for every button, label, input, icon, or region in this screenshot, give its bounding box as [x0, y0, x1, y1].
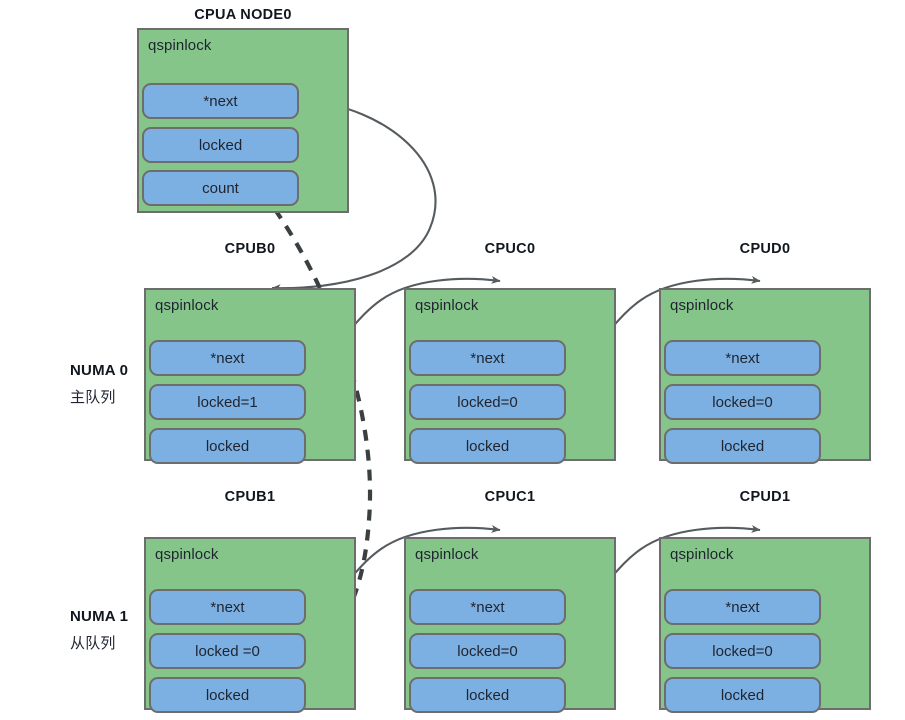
- node-cpub0-field-locked[interactable]: locked: [149, 428, 306, 464]
- node-cpud1-struct-label: qspinlock: [670, 546, 734, 563]
- node-cpuc0-field-locked-0[interactable]: locked=0: [409, 384, 566, 420]
- node-cpud0-field-locked[interactable]: locked: [664, 428, 821, 464]
- node-cpub1-field-locked[interactable]: locked: [149, 677, 306, 713]
- node-cpub1-field-locked-0[interactable]: locked =0: [149, 633, 306, 669]
- node-cpuc1-struct-label: qspinlock: [415, 546, 479, 563]
- node-cpua-struct-label: qspinlock: [148, 37, 212, 54]
- node-cpuc1-field-locked-0[interactable]: locked=0: [409, 633, 566, 669]
- node-cpub1-field-next[interactable]: *next: [149, 589, 306, 625]
- node-cpua-field-locked[interactable]: locked: [142, 127, 299, 163]
- node-cpud0-field-locked-0[interactable]: locked=0: [664, 384, 821, 420]
- numa-row-label-0: NUMA 0 主队列: [70, 362, 128, 407]
- caption-cpub0: CPUB0: [224, 241, 276, 257]
- node-cpuc0-field-next[interactable]: *next: [409, 340, 566, 376]
- numa-row-label-1: NUMA 1 从队列: [70, 608, 128, 653]
- numa-row-label-0-sub: 主队列: [70, 389, 116, 406]
- node-cpuc0-struct-label: qspinlock: [415, 297, 479, 314]
- node-cpud1-field-locked[interactable]: locked: [664, 677, 821, 713]
- node-cpud1-field-next[interactable]: *next: [664, 589, 821, 625]
- node-cpud0-field-next[interactable]: *next: [664, 340, 821, 376]
- node-cpua-field-next[interactable]: *next: [142, 83, 299, 119]
- numa-row-label-1-sub: 从队列: [70, 635, 116, 652]
- caption-cpuc0: CPUC0: [484, 241, 536, 257]
- caption-cpud1: CPUD1: [739, 489, 791, 505]
- node-cpub0-struct-label: qspinlock: [155, 297, 219, 314]
- node-cpud0-struct-label: qspinlock: [670, 297, 734, 314]
- caption-cpud0: CPUD0: [739, 241, 791, 257]
- node-cpuc1-field-next[interactable]: *next: [409, 589, 566, 625]
- node-cpub0-field-locked-1[interactable]: locked=1: [149, 384, 306, 420]
- node-cpud1-field-locked-0[interactable]: locked=0: [664, 633, 821, 669]
- numa-row-label-0-main: NUMA 0: [70, 362, 129, 379]
- caption-cpua: CPUA NODE0: [194, 7, 292, 23]
- numa-row-label-1-main: NUMA 1: [70, 608, 129, 625]
- caption-cpub1: CPUB1: [224, 489, 276, 505]
- caption-cpuc1: CPUC1: [484, 489, 536, 505]
- node-cpua-field-count[interactable]: count: [142, 170, 299, 206]
- node-cpub0-field-next[interactable]: *next: [149, 340, 306, 376]
- node-cpuc0-field-locked[interactable]: locked: [409, 428, 566, 464]
- node-cpuc1-field-locked[interactable]: locked: [409, 677, 566, 713]
- node-cpub1-struct-label: qspinlock: [155, 546, 219, 563]
